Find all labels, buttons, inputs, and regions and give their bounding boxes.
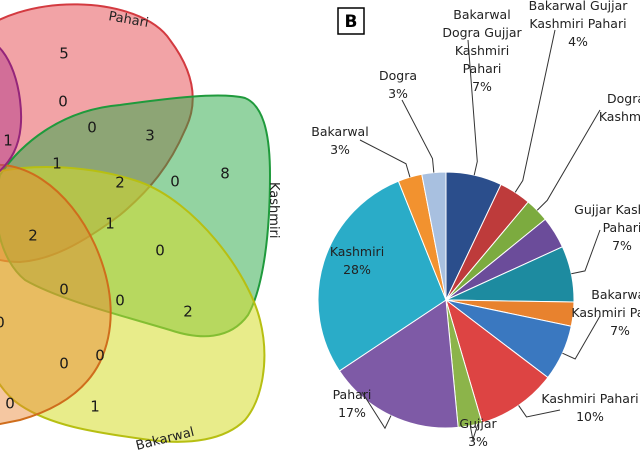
venn-region-value: 2 bbox=[183, 303, 193, 321]
venn-region-value: 1 bbox=[105, 215, 115, 233]
pie-slice-label: Gujjar Kashmiri bbox=[574, 202, 640, 217]
pie-slice bbox=[317, 180, 447, 372]
pie-slice-percent: 28% bbox=[343, 262, 371, 277]
venn-set-bakarwal-shape bbox=[0, 166, 266, 443]
pie-slice-label: Kashmiri bbox=[330, 244, 384, 259]
venn-region-value: 1 bbox=[3, 132, 13, 150]
pie-slice bbox=[445, 298, 549, 424]
pie-slice-label: Dogra bbox=[379, 68, 417, 83]
venn-region-value: 0 bbox=[5, 395, 15, 413]
pie-slice-label: Kashmiri bbox=[455, 43, 509, 58]
pie-slice-label: Kashmiri Pahari bbox=[529, 16, 626, 31]
venn-region-value: 0 bbox=[0, 314, 5, 332]
venn-region-value: 0 bbox=[59, 281, 69, 299]
venn-region-value: 1 bbox=[52, 155, 62, 173]
venn-region-value: 0 bbox=[59, 355, 69, 373]
pie-slice-percent: 4% bbox=[568, 34, 588, 49]
pie-leader-line bbox=[361, 391, 392, 430]
venn-diagram: 50031128021000200001 Pahari Kashmiri Bak… bbox=[0, 3, 281, 454]
panel-b-badge-text: B bbox=[345, 12, 358, 32]
pie-leader-line bbox=[518, 405, 561, 418]
pie-slice-label: Bakarwal bbox=[311, 124, 368, 139]
venn-set-label-kashmiri: Kashmiri bbox=[266, 182, 281, 239]
pie-chart bbox=[317, 171, 575, 429]
venn-set-fourth-shape bbox=[0, 163, 112, 426]
pie-leader-line bbox=[359, 139, 411, 178]
pie-slice-label: Pahari bbox=[463, 61, 502, 76]
venn-region-value: 2 bbox=[28, 227, 38, 245]
venn-region-value: 5 bbox=[59, 45, 69, 63]
venn-region-value: 8 bbox=[220, 165, 230, 183]
pie-leader-line bbox=[469, 423, 479, 442]
pie-slice-label: Kashmiri Pahari bbox=[541, 391, 638, 406]
venn-region-value: 1 bbox=[90, 398, 100, 416]
venn-set-fifth-shape bbox=[0, 46, 23, 173]
pie-slice-label: Bakarwal Gujjar bbox=[529, 0, 629, 13]
pie-slice-label: Bakarwal bbox=[591, 287, 640, 302]
pie-slice-label: Kashmiri bbox=[599, 109, 640, 124]
pie-slice-percent: 3% bbox=[330, 142, 350, 157]
venn-region-value: 0 bbox=[170, 173, 180, 191]
venn-region-value: 0 bbox=[87, 119, 97, 137]
pie-leader-line bbox=[562, 315, 601, 360]
pie-slice-label: Pahari bbox=[603, 220, 640, 235]
pie-slice-label: Dogra bbox=[607, 91, 640, 106]
venn-region-value: 3 bbox=[145, 127, 155, 145]
venn-region-value: 0 bbox=[95, 347, 105, 365]
pie-leader-line bbox=[571, 229, 601, 275]
pie-leader-line bbox=[467, 39, 478, 176]
pie-slice-label: Pahari bbox=[333, 387, 372, 402]
panel-b-badge: B bbox=[337, 7, 365, 35]
pie-slice-label: Dogra Gujjar bbox=[442, 25, 522, 40]
pie-slice bbox=[338, 299, 459, 429]
pie-slice-percent: 7% bbox=[612, 238, 632, 253]
venn-region-values: 5 0 0 3 1 1 2 8 0 2 1 0 0 0 2 0 0 0 0 1 bbox=[0, 45, 230, 416]
pie-slice-percent: 10% bbox=[576, 409, 604, 424]
pie-slice-percent: 7% bbox=[610, 323, 630, 338]
pie-slice-percent: 3% bbox=[468, 434, 488, 449]
venn-region-value: 0 bbox=[155, 242, 165, 260]
pie-slice-percent: 17% bbox=[338, 405, 366, 420]
pie-slice-label: Gujjar bbox=[459, 416, 497, 431]
pie-leader-line bbox=[401, 99, 435, 173]
pie-slice-percent: 7% bbox=[472, 79, 492, 94]
venn-set-label-pahari: Pahari bbox=[107, 9, 149, 31]
venn-region-value: 0 bbox=[58, 93, 68, 111]
pie-leader-line bbox=[514, 29, 556, 193]
venn-region-value: 0 bbox=[115, 292, 125, 310]
pie-slice-label: Kashmiri Pahari bbox=[571, 305, 640, 320]
pie-slice-label: Bakarwal bbox=[453, 7, 510, 22]
pie-leader-line bbox=[536, 109, 601, 211]
venn-region-value: 2 bbox=[115, 174, 125, 192]
pie-slice-percent: 3% bbox=[388, 86, 408, 101]
